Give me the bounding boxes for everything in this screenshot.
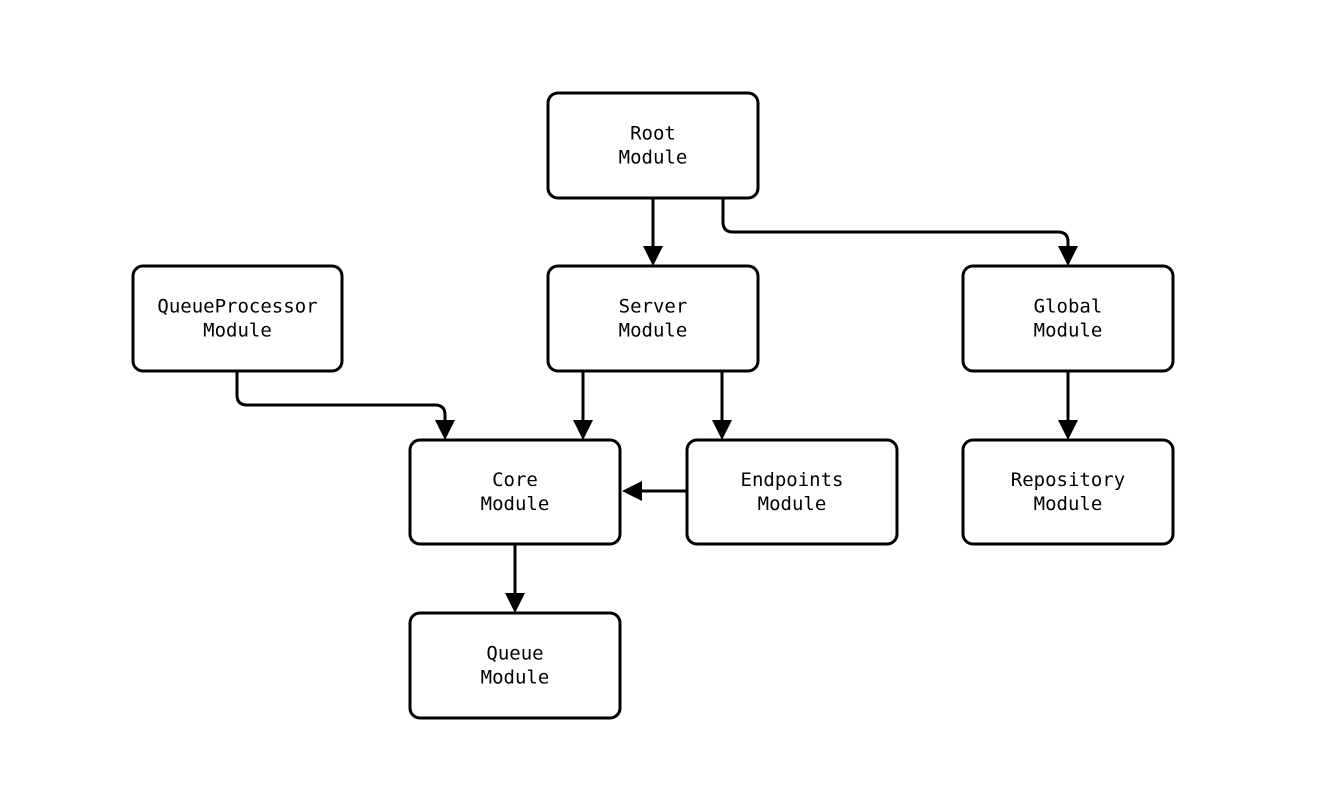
node-label-line-2: Module	[619, 319, 688, 341]
edge-line	[235, 371, 447, 426]
node-box[interactable]	[961, 264, 1175, 373]
node-label-line-2: Module	[758, 492, 827, 514]
arrowhead-icon	[505, 593, 525, 613]
arrowhead-icon	[712, 420, 732, 440]
arrowhead-icon	[573, 420, 593, 440]
arrowhead-icon	[1058, 246, 1078, 266]
node-label-line-2: Module	[619, 146, 688, 168]
node-box[interactable]	[546, 91, 760, 200]
node-label-line-2: Module	[481, 492, 550, 514]
edge-global-repository	[1058, 371, 1078, 440]
node-label-line-2: Module	[1034, 319, 1103, 341]
node-label-line-1: Server	[619, 295, 688, 317]
node-box[interactable]	[546, 264, 760, 373]
node-label-line-2: Module	[481, 666, 550, 688]
node-box[interactable]	[408, 438, 622, 546]
arrowhead-icon	[1058, 420, 1078, 440]
node-label-line-2: Module	[1034, 492, 1103, 514]
edge-server-core	[573, 371, 593, 440]
edge-root-global	[721, 198, 1078, 266]
node-label-line-1: Repository	[1011, 469, 1125, 491]
edge-line	[721, 198, 1070, 252]
edge-queueprocessor-core	[235, 371, 455, 440]
node-label-line-1: Queue	[486, 642, 543, 664]
node-label-line-1: Core	[492, 469, 538, 491]
node-label-line-1: Global	[1034, 295, 1103, 317]
edge-core-queue	[505, 544, 525, 613]
node-label-line-1: QueueProcessor	[157, 295, 317, 317]
node-label-line-1: Endpoints	[741, 469, 844, 491]
edge-root-server	[643, 198, 663, 266]
arrowhead-icon	[435, 420, 455, 440]
node-box[interactable]	[131, 264, 344, 373]
node-box[interactable]	[685, 438, 899, 546]
node-label-line-1: Root	[630, 122, 676, 144]
node-box[interactable]	[961, 438, 1175, 546]
node-box[interactable]	[408, 611, 622, 720]
edge-server-endpoints	[712, 371, 732, 440]
arrowhead-icon	[643, 246, 663, 266]
edge-endpoints-core	[622, 481, 687, 501]
arrowhead-icon	[622, 481, 642, 501]
node-label-line-2: Module	[203, 319, 272, 341]
